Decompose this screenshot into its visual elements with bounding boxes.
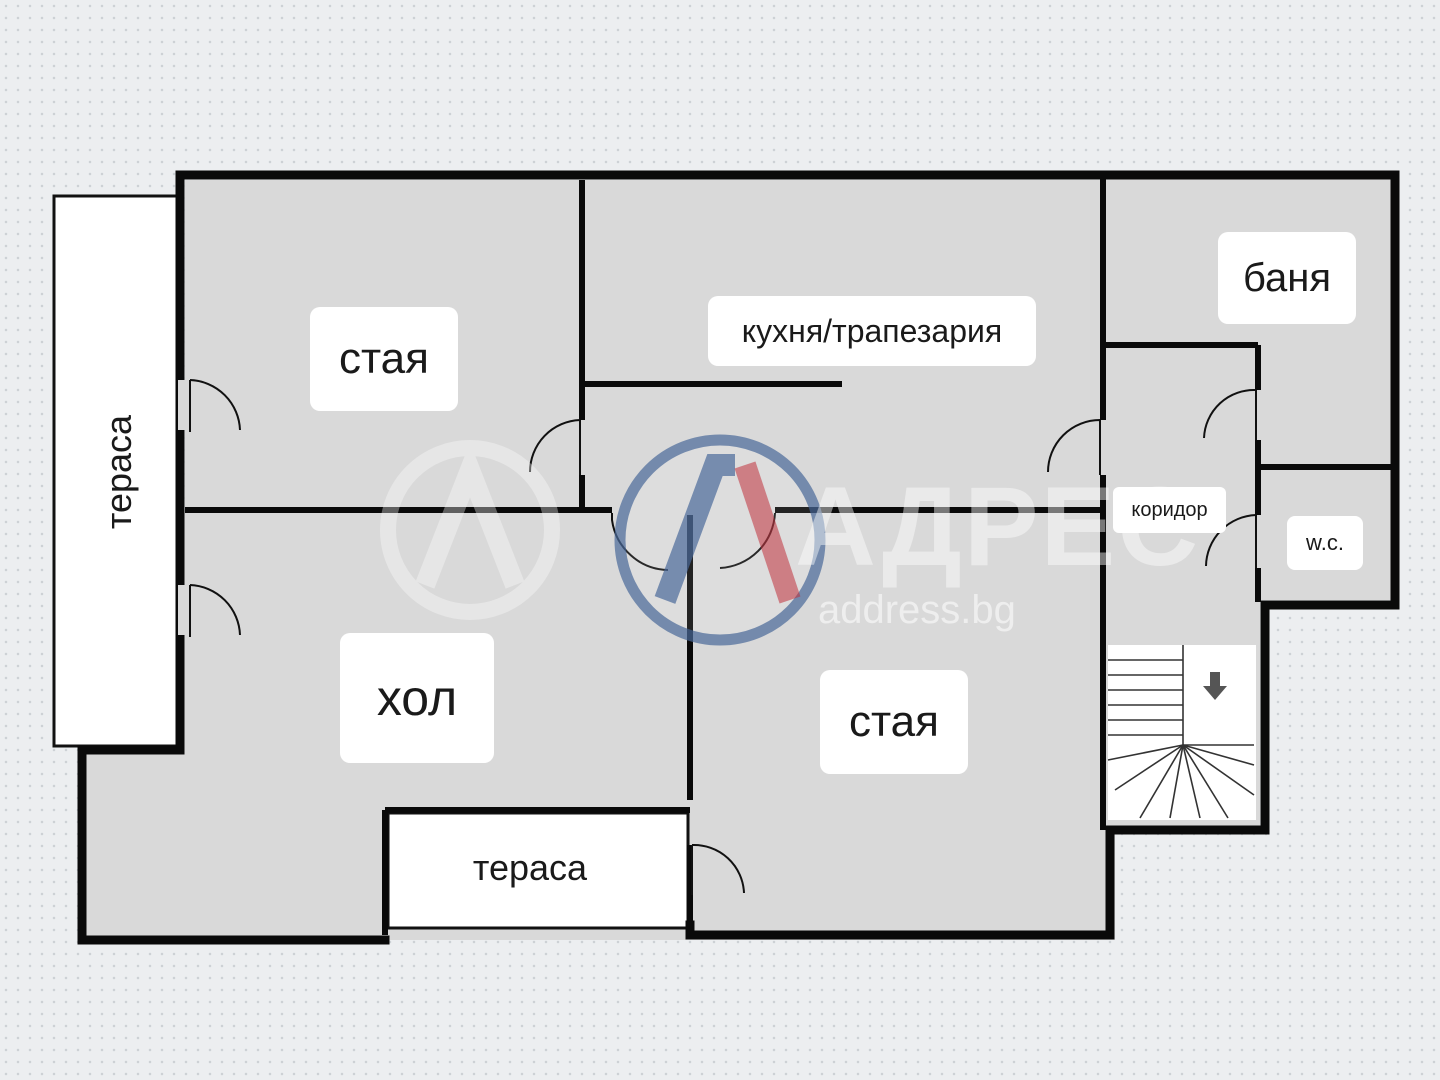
room-label-kitchen: кухня/трапезария	[708, 296, 1036, 366]
stairs-area	[1108, 645, 1256, 820]
room-label-room-right: стая	[820, 670, 968, 774]
room-label-terrace-bottom: тераса	[472, 847, 588, 888]
room-label-bathroom: баня	[1218, 232, 1356, 324]
room-label-terrace-left: тераса	[98, 414, 139, 530]
room-label-hall: хол	[340, 633, 494, 763]
room-label-room-left: стая	[310, 307, 458, 411]
watermark-site: address.bg	[818, 588, 1016, 632]
room-label-corridor: коридор	[1113, 487, 1226, 533]
down-arrow-icon	[1203, 672, 1227, 700]
stairs	[1107, 645, 1255, 819]
outer-walls	[77, 170, 1400, 945]
room-label-wc: w.c.	[1287, 516, 1363, 570]
